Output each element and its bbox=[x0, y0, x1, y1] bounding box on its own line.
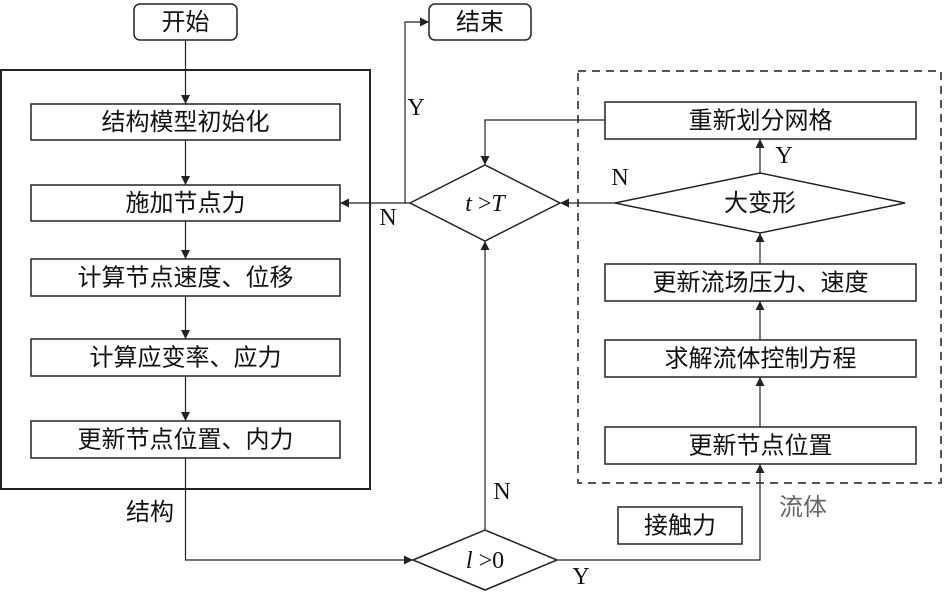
fluid-region-label: 流体 bbox=[779, 493, 827, 521]
contact-force-label: 接触力 bbox=[644, 512, 716, 540]
remesh-box bbox=[604, 101, 917, 140]
calc-velocity-label: 计算节点速度、位移 bbox=[78, 264, 294, 292]
contact-force-box bbox=[617, 506, 743, 545]
deform-yes-label: Y bbox=[775, 143, 792, 169]
init-model-label: 结构模型初始化 bbox=[102, 108, 270, 136]
solve-fluid-box bbox=[604, 339, 917, 378]
apply-force-label: 施加节点力 bbox=[126, 189, 246, 217]
arrow-update-to-contact bbox=[184, 458, 413, 565]
solve-fluid-label: 求解流体控制方程 bbox=[665, 345, 857, 373]
contact-yes-label: Y bbox=[572, 564, 589, 590]
yes-to-end-label: Y bbox=[407, 95, 424, 121]
calc-velocity-box bbox=[30, 258, 341, 297]
update-struct-box bbox=[30, 420, 341, 459]
end-label: 结束 bbox=[456, 8, 504, 36]
update-fluid-nodes-label: 更新节点位置 bbox=[689, 432, 833, 460]
arrow-contact-yes-to-fluid bbox=[557, 464, 765, 561]
deform-no-label: N bbox=[611, 165, 628, 191]
time-decision-label: t >T bbox=[465, 191, 506, 217]
init-model-box bbox=[30, 103, 341, 141]
update-flow-label: 更新流场压力、速度 bbox=[653, 269, 869, 297]
big-deform-diamond bbox=[614, 172, 906, 234]
big-deform-label: 大变形 bbox=[724, 189, 796, 217]
structure-region-label: 结构 bbox=[126, 498, 174, 526]
arrow-remesh-to-time bbox=[480, 119, 605, 165]
arrow-time-yes-to-end bbox=[404, 17, 429, 203]
calc-strain-label: 计算应变率、应力 bbox=[90, 344, 282, 372]
update-struct-label: 更新节点位置、内力 bbox=[78, 426, 294, 454]
contact-no-label: N bbox=[493, 479, 510, 505]
remesh-label: 重新划分网格 bbox=[689, 107, 833, 135]
time-no-label: N bbox=[379, 205, 396, 231]
start-label: 开始 bbox=[162, 8, 210, 36]
contact-decision-label: l >0 bbox=[466, 548, 504, 574]
